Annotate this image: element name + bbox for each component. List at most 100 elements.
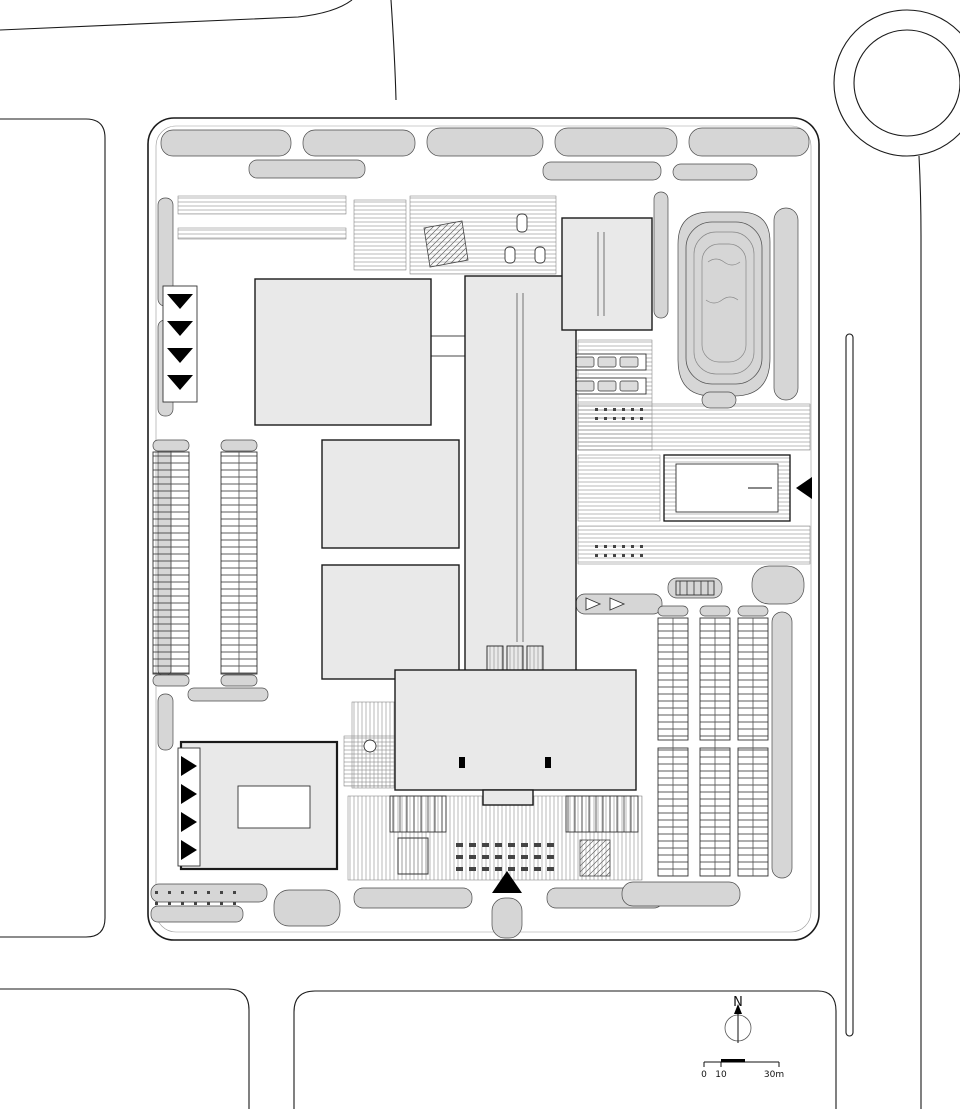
planting-strip (426, 127, 544, 157)
ramp-chevron (181, 812, 197, 832)
planting-strip (653, 191, 669, 319)
parking-end-island (220, 439, 258, 452)
scale-bar-line (703, 1061, 780, 1067)
kiosk (397, 837, 429, 875)
building-northwest (254, 278, 432, 426)
atrium-spine-line (516, 293, 524, 642)
pond-contour (701, 243, 747, 363)
skylight (504, 246, 516, 264)
scale-tick-label: 0 (701, 1070, 707, 1080)
ramp-chevron (181, 756, 197, 776)
compass-needle-tip (734, 1004, 742, 1014)
building-northeast (561, 217, 653, 331)
ramp-box (177, 747, 201, 867)
entrance-canopy (482, 789, 534, 806)
planting-strip (273, 889, 341, 927)
door-mark (459, 757, 465, 768)
planting-strip (554, 127, 678, 157)
core-block (526, 645, 544, 671)
north-arrow: N (724, 995, 752, 1043)
parking-end-island (220, 674, 258, 687)
ramp-chevron (181, 840, 197, 860)
service-pad (579, 839, 611, 877)
planting-strip (302, 129, 416, 157)
ramp-chevron (167, 321, 193, 336)
paving-hatch (577, 403, 811, 451)
street-left-block (0, 118, 106, 938)
pond (677, 211, 771, 409)
street-bottom-right-block (293, 990, 837, 1109)
roundabout-inner-ring (853, 29, 960, 137)
building-central-tower (464, 275, 577, 692)
building-west-mid (321, 439, 460, 549)
parking-end-island (699, 605, 731, 617)
buildings (177, 213, 653, 871)
door-mark (545, 757, 551, 768)
north-label: N (733, 995, 743, 1010)
planting-strip (672, 163, 758, 181)
planting-strip (621, 881, 741, 907)
planting-strip (751, 565, 805, 605)
street-top-left-edge-b (390, 0, 397, 101)
paving-hatch (577, 454, 661, 522)
planting-strip (187, 687, 269, 702)
pond-contour (685, 221, 763, 385)
south-plaza (389, 795, 639, 939)
core-block (486, 645, 504, 671)
car (597, 356, 617, 368)
street-right-edge (918, 155, 922, 1109)
core-block (506, 645, 524, 671)
planting-strip (773, 207, 799, 401)
paving-hatch (353, 199, 407, 271)
ramp-chevron (167, 375, 193, 390)
planting-strip (248, 159, 366, 179)
parking-lot-east (657, 577, 769, 877)
parking-lot-west (152, 439, 258, 687)
ramp-southwest (177, 747, 201, 867)
building-northeast-spine (597, 232, 605, 316)
reflecting-pool (663, 454, 791, 522)
canopy-diagonal (423, 220, 469, 268)
link-bridge (430, 335, 466, 357)
scale-tick-label: 30m (764, 1070, 784, 1080)
planting-strip (157, 693, 174, 751)
parking-stall-strip (389, 795, 447, 833)
paving-hatch (577, 525, 811, 565)
planting-strip (160, 129, 292, 157)
planting-strip (688, 127, 810, 157)
building-south-hall (394, 669, 637, 791)
parking-stall-strip (675, 580, 715, 596)
pond-contour (693, 231, 755, 375)
lane-arrow-marking (609, 597, 626, 611)
planting-strip (542, 161, 662, 181)
ramp-chevron (167, 294, 193, 309)
street-top-left-edge-a (0, 0, 353, 31)
car (575, 356, 595, 368)
roundabout-outer-ring (833, 9, 960, 157)
paving-hatch (177, 227, 347, 240)
courtyard (237, 785, 311, 829)
skylight (534, 246, 546, 264)
car (597, 380, 617, 392)
parking-end-island (657, 605, 689, 617)
car (619, 356, 639, 368)
lane-arrow-marking (585, 597, 602, 611)
scale-tick-label: 10 (715, 1070, 727, 1080)
ramp-west (162, 285, 198, 403)
parking-end-island (737, 605, 769, 617)
building-west-south (321, 564, 460, 680)
plaza-feature-circle (363, 739, 377, 753)
ramp-chevron (167, 348, 193, 363)
car (575, 380, 595, 392)
skylight (516, 213, 528, 233)
roundabout (833, 9, 960, 157)
street-right-median (845, 333, 854, 1037)
scale-bar: 0 10 30m (701, 1059, 784, 1080)
planting-strip (771, 611, 793, 879)
parking-end-island (152, 674, 190, 687)
parking-stall-strip (565, 795, 639, 833)
planting-strip (150, 905, 244, 923)
